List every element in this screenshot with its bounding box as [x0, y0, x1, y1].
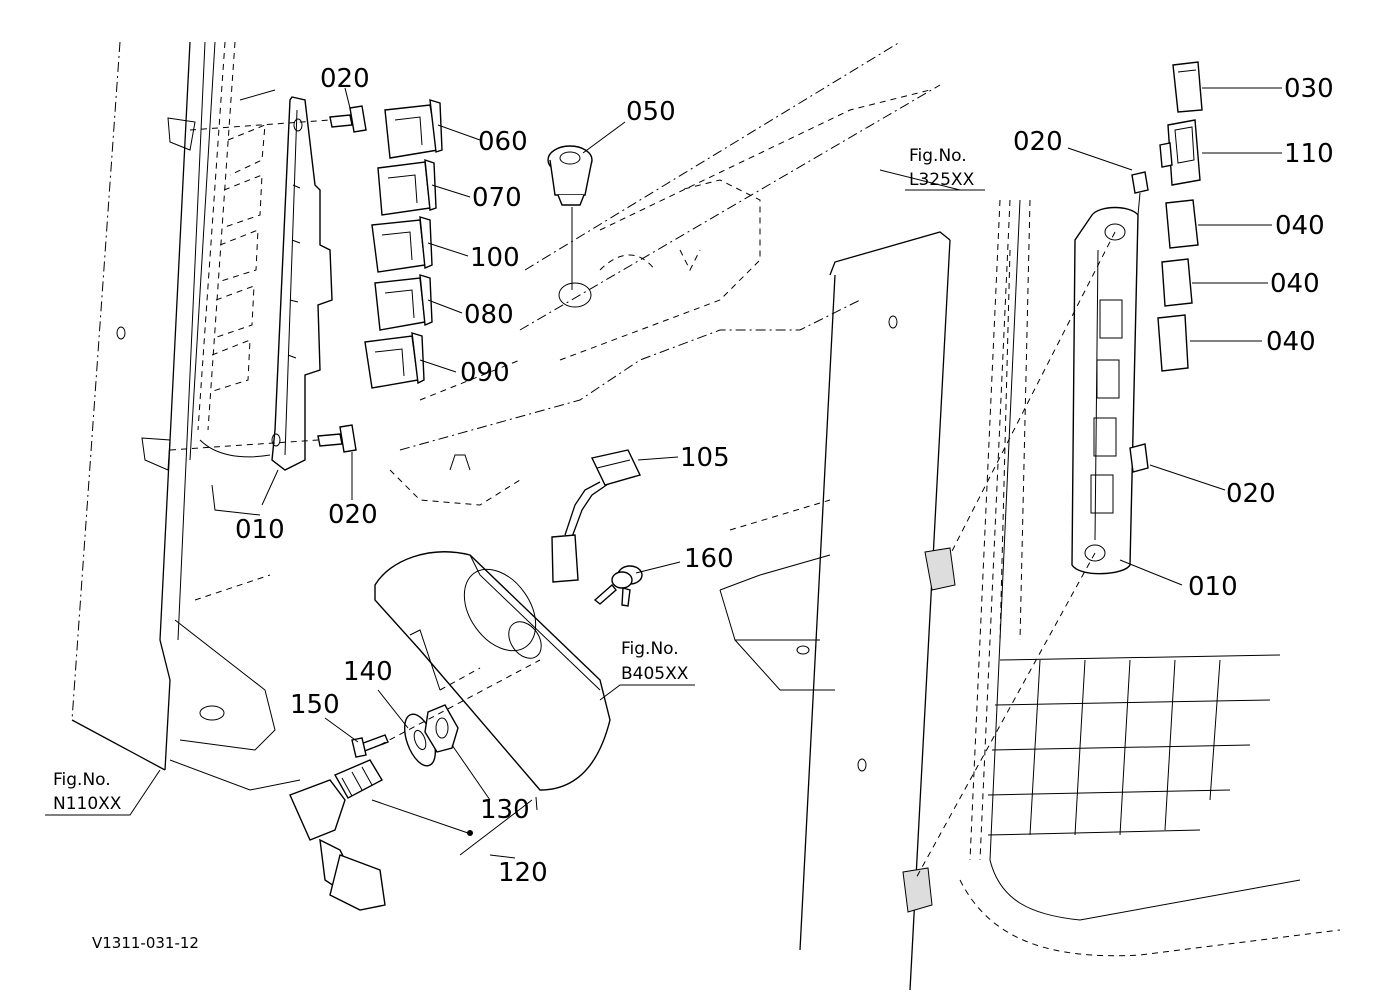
switch-060 — [384, 99, 443, 159]
left-cab-frame — [71, 41, 301, 791]
switch-panel-left — [271, 96, 333, 471]
label-080: 080 — [464, 300, 514, 330]
bolt-020-top-right — [1131, 171, 1149, 216]
fig-ref-l325-prefix: Fig.No. — [909, 146, 967, 166]
label-105: 105 — [680, 443, 730, 473]
label-020-top-left: 020 — [320, 64, 370, 94]
cover-040-c — [1157, 314, 1189, 372]
dashboard-panel — [389, 41, 941, 506]
bolt-020-bottom-left — [169, 424, 357, 453]
label-150: 150 — [290, 690, 340, 720]
switch-panel-right — [1071, 206, 1139, 575]
right-cab-frame — [719, 199, 1341, 991]
ignition-housing — [374, 551, 611, 791]
screw-150 — [351, 734, 389, 758]
cover-030 — [1172, 61, 1203, 113]
label-020-mid-right: 020 — [1226, 479, 1276, 509]
label-070: 070 — [472, 183, 522, 213]
label-090: 090 — [460, 358, 510, 388]
label-020-bottom-left: 020 — [328, 500, 378, 530]
window-grid — [987, 199, 1281, 836]
label-130: 130 — [480, 795, 530, 825]
fig-ref-n110-prefix: Fig.No. — [53, 770, 111, 790]
label-020-top-right: 020 — [1013, 127, 1063, 157]
switch-070 — [377, 158, 437, 216]
connector-105 — [551, 449, 641, 583]
label-010-left: 010 — [235, 515, 285, 545]
switch-100 — [371, 216, 433, 273]
leader-lines — [45, 87, 1282, 859]
label-040-b: 040 — [1270, 269, 1320, 299]
label-030: 030 — [1284, 74, 1334, 104]
drawing-code: V1311-031-12 — [92, 934, 199, 952]
keys-160 — [593, 565, 643, 607]
fig-ref-b405-code: B405XX — [621, 664, 689, 684]
fig-ref-n110-code: N110XX — [53, 794, 122, 814]
label-100: 100 — [470, 243, 520, 273]
cover-040-b — [1161, 258, 1193, 307]
figure-ref-b405: Fig.No. B405XX — [621, 639, 689, 684]
cover-040-a — [1165, 199, 1199, 249]
label-050: 050 — [626, 97, 676, 127]
switch-080 — [374, 274, 433, 331]
switch-110 — [1159, 119, 1201, 186]
label-010-right: 010 — [1188, 572, 1238, 602]
label-060: 060 — [478, 127, 528, 157]
bolt-020-mid-right — [1129, 443, 1149, 473]
label-120: 120 — [498, 858, 548, 888]
ignition-switch-120 — [289, 759, 473, 911]
power-socket-050 — [547, 145, 593, 290]
part-labels: 020 060 070 100 080 090 050 105 160 020 … — [235, 64, 1334, 888]
bolt-020-top-left — [189, 105, 367, 133]
switch-090 — [364, 332, 425, 389]
fig-ref-l325-code: L325XX — [909, 170, 975, 190]
label-040-c: 040 — [1266, 327, 1316, 357]
label-160: 160 — [684, 544, 734, 574]
label-040-a: 040 — [1275, 211, 1325, 241]
fig-ref-b405-prefix: Fig.No. — [621, 639, 679, 659]
figure-ref-l325: Fig.No. L325XX — [909, 146, 975, 190]
figure-ref-n110: Fig.No. N110XX — [53, 770, 122, 814]
label-140: 140 — [343, 657, 393, 687]
label-110: 110 — [1284, 139, 1334, 169]
